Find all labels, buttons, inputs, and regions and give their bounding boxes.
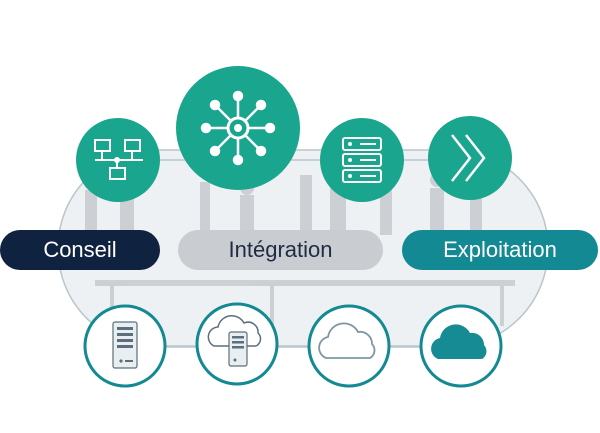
phase-conseil-label: Conseil (43, 237, 117, 262)
phase-exploitation: Exploitation (402, 230, 598, 270)
phase-exploitation-label: Exploitation (443, 237, 557, 262)
hub-node-icon (176, 66, 300, 190)
phase-integration-label: Intégration (228, 237, 333, 262)
double-chevron-right-icon (428, 116, 512, 200)
server-tower-icon (83, 304, 167, 388)
cloud-outline-icon (307, 304, 391, 388)
server-rack-icon (320, 118, 404, 202)
cloud-server-icon (195, 302, 279, 386)
network-topology-icon (76, 118, 160, 202)
phase-integration: Intégration (178, 230, 383, 270)
cloud-filled-icon (419, 304, 503, 388)
phase-conseil: Conseil (0, 230, 160, 270)
